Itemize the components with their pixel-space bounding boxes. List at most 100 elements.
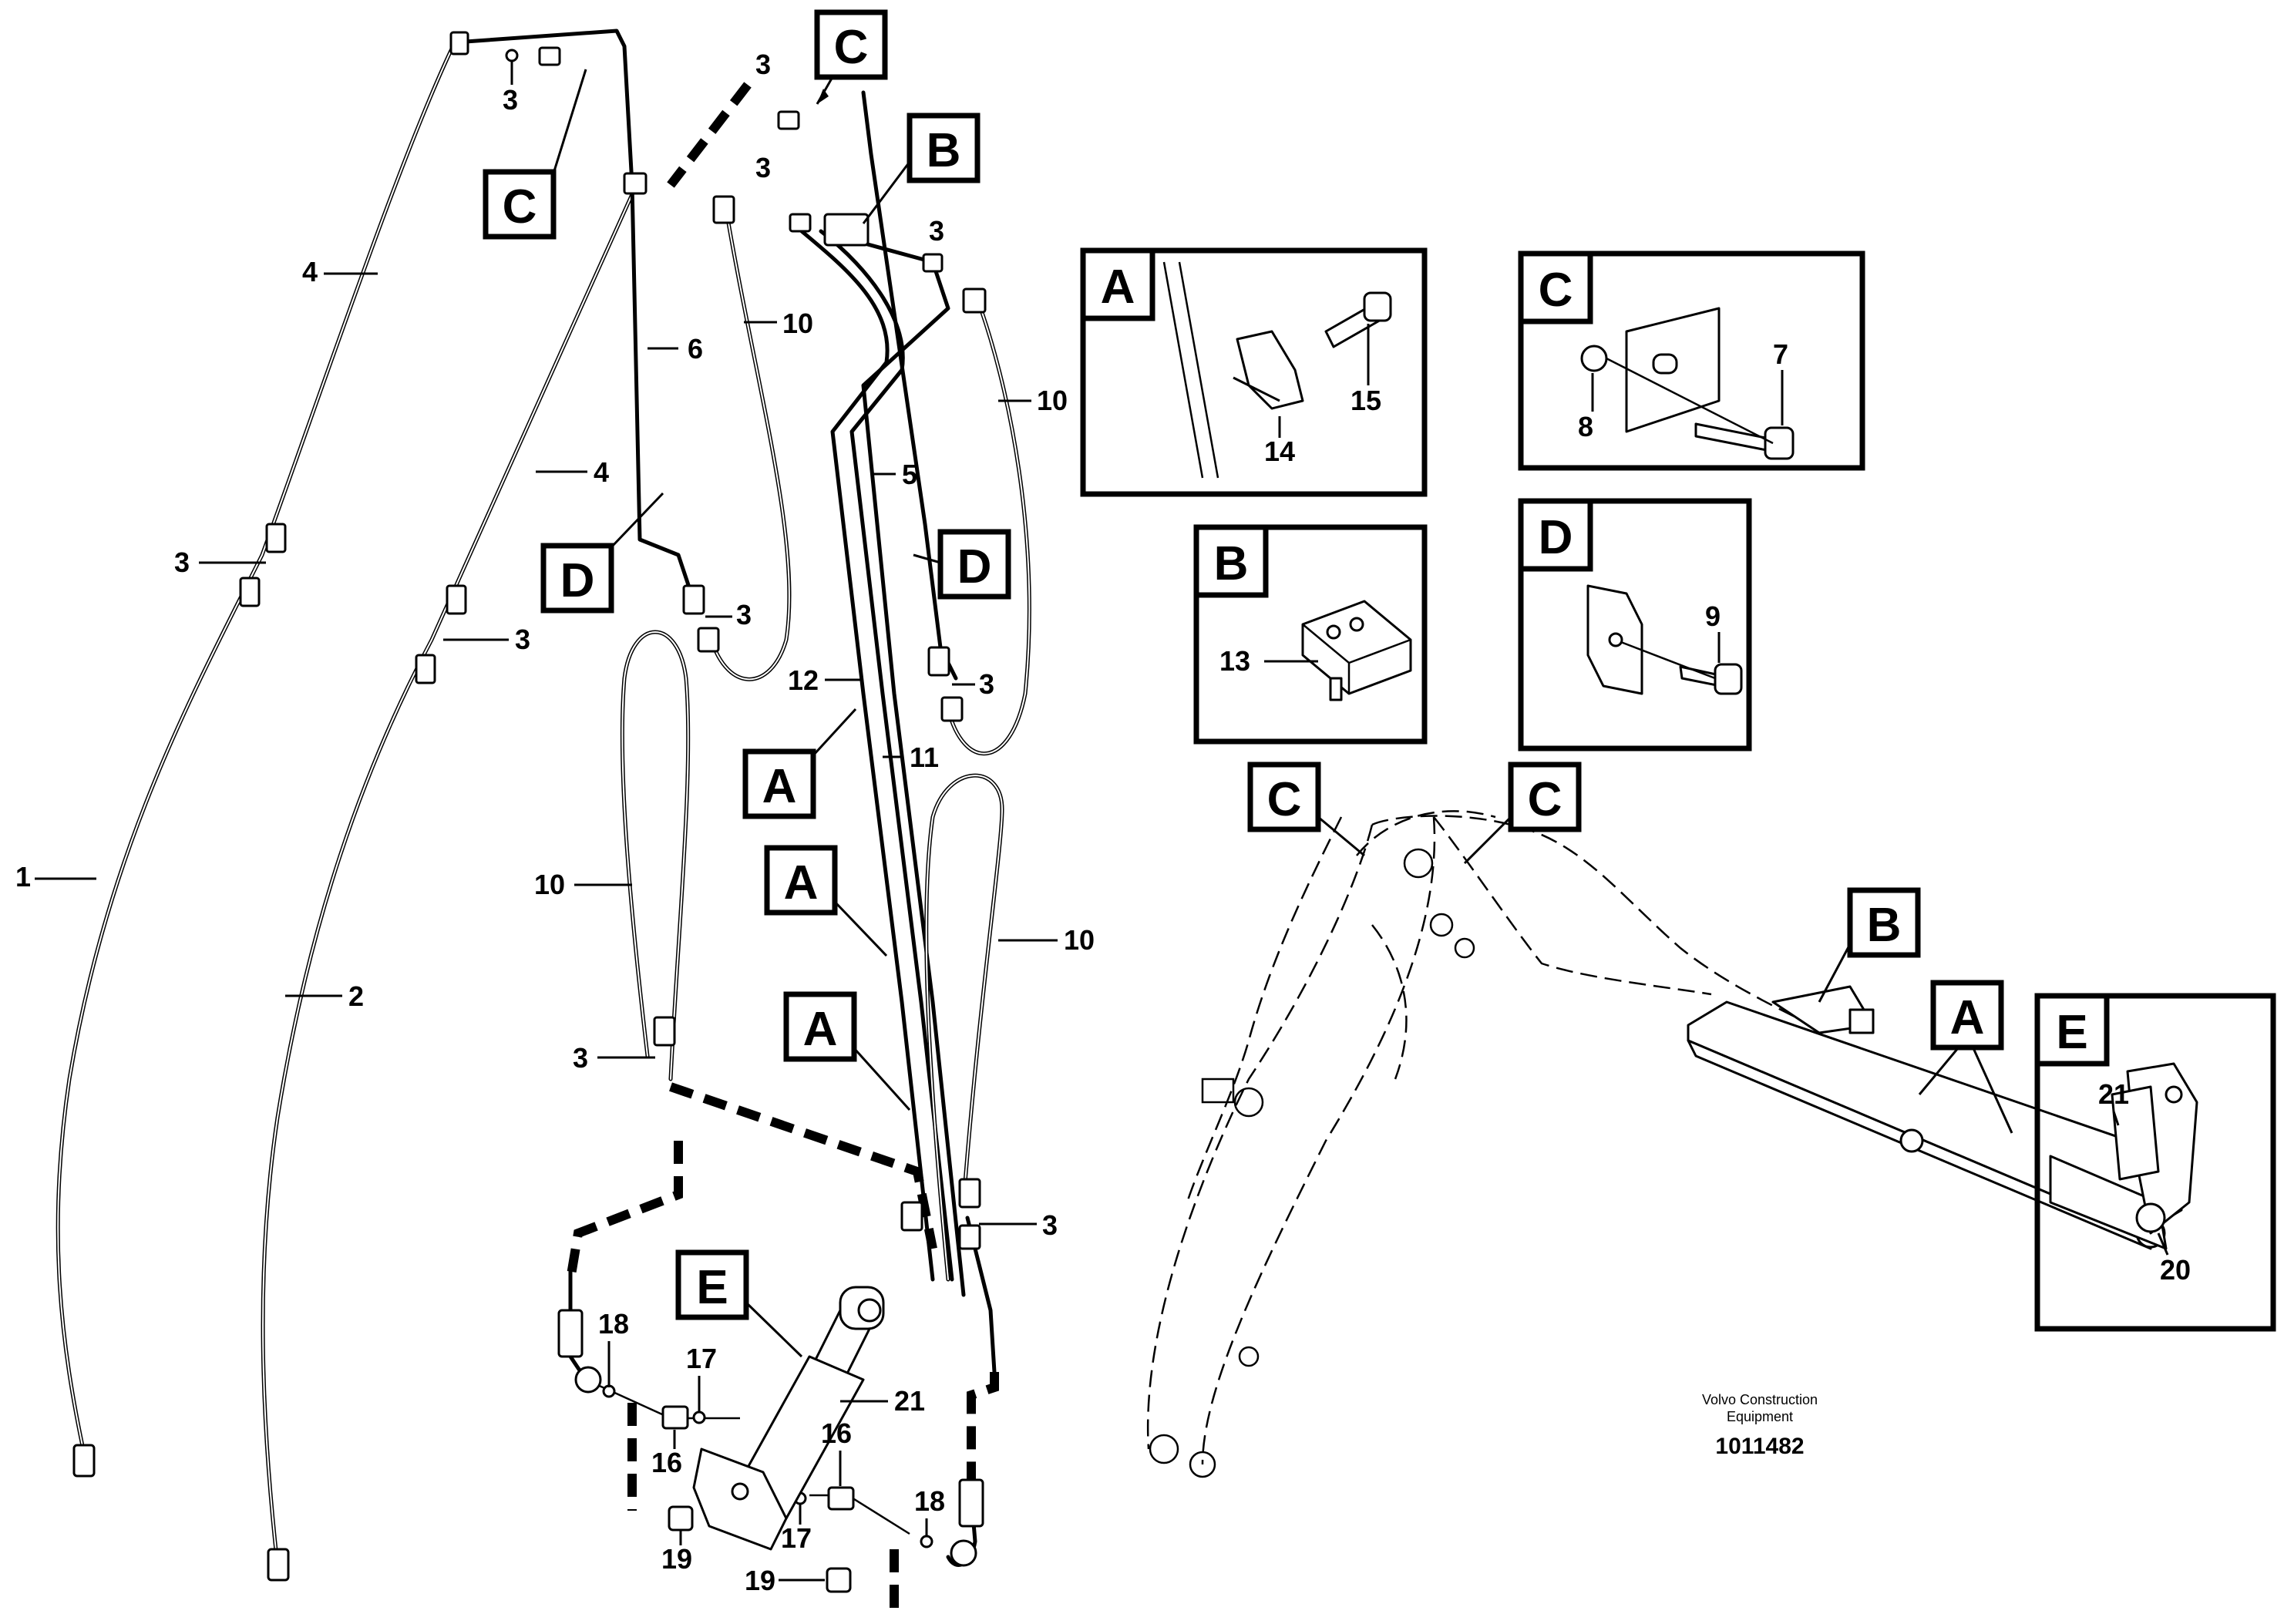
fitting (623, 172, 648, 195)
leader (2112, 1111, 2120, 1126)
boom-outline (1433, 816, 1712, 996)
leader (1818, 943, 1852, 1003)
callout-c: C (1267, 773, 1302, 826)
part-label-10: 10 (1037, 385, 1068, 416)
fitting (777, 110, 800, 130)
hose-end (267, 1548, 290, 1582)
hoses (56, 29, 1031, 1567)
part-label-19: 19 (661, 1543, 692, 1575)
tube-12 (819, 229, 954, 1282)
detail-label-box-b (1193, 524, 1269, 598)
hydraulic-cylinder (692, 1286, 885, 1551)
tube-4-top (452, 29, 634, 187)
fitting (446, 584, 467, 615)
line-to-cylinder-right (809, 1494, 910, 1535)
callout-box (540, 543, 614, 614)
axis-line (1614, 638, 1716, 680)
part-label-18: 18 (914, 1485, 945, 1517)
detail-a: A (1080, 247, 1428, 497)
bolt-head-15 (1363, 291, 1392, 322)
leader (1463, 815, 1512, 865)
part-label-5: 5 (902, 459, 917, 490)
leader (853, 1047, 911, 1111)
leader (812, 708, 857, 757)
callout-box (1508, 762, 1582, 832)
part-number-labels: 3 3 3 3 4 6 10 10 4 5 3 3 3 3 12 11 1 2 … (15, 49, 2191, 1596)
fitting (789, 213, 812, 233)
elbow-fitting (950, 1539, 977, 1567)
part-label-10: 10 (1064, 924, 1095, 956)
detail-frame-b (1193, 524, 1428, 745)
callout-a: A (803, 1003, 838, 1056)
part-label-3: 3 (736, 599, 752, 630)
detail-label-box-d (1518, 498, 1593, 572)
part-label-4: 4 (594, 456, 609, 488)
callout-box (742, 748, 816, 819)
arrow (817, 89, 829, 104)
tube-section (1162, 261, 1219, 479)
callout-a: A (1950, 991, 1985, 1044)
part-label-3: 3 (1042, 1209, 1058, 1241)
callout-box (937, 529, 1011, 600)
detail-label-d: D (1539, 511, 1573, 564)
callout-b: B (927, 124, 961, 177)
detail-label-box-a (1080, 247, 1155, 321)
part-label-3: 3 (573, 1042, 588, 1074)
leader (862, 161, 911, 224)
part-label-15: 15 (1351, 385, 1381, 416)
part-label-14: 14 (1264, 435, 1295, 467)
leader (1317, 815, 1365, 857)
leader (610, 492, 664, 549)
callout-box (1247, 762, 1321, 832)
adapter-16 (661, 1405, 689, 1430)
detail-c: C (1518, 250, 1865, 471)
leader (833, 900, 888, 957)
callout-box (764, 845, 838, 916)
dash-mid-connect (669, 1082, 937, 1250)
pin (2165, 1085, 2183, 1104)
fitting (712, 195, 735, 224)
boom-outline (1371, 815, 1797, 1019)
boom-foot-pin (1149, 1434, 1179, 1464)
hose-2 (261, 175, 642, 1567)
fitting (940, 696, 964, 722)
fitting (239, 577, 261, 607)
dashed-connections (566, 82, 999, 1619)
leader (1233, 376, 1280, 402)
seal-ring (505, 49, 519, 62)
bolt-9-head (1714, 663, 1743, 695)
cylinder-21 (2111, 1085, 2160, 1181)
part-label-16: 16 (651, 1447, 682, 1478)
boom-pin (1429, 913, 1454, 937)
part-label-20: 20 (2160, 1254, 2191, 1286)
part-label-3: 3 (174, 546, 190, 578)
part-label-9: 9 (1705, 600, 1721, 632)
leader (745, 1301, 803, 1358)
boom-pin (1233, 1087, 1264, 1118)
hole (1326, 624, 1341, 640)
part-label-3: 3 (929, 215, 944, 247)
callout-c: C (834, 21, 869, 74)
part-label-10: 10 (782, 308, 813, 339)
callout-box (675, 1249, 749, 1320)
boom-outline (1371, 924, 1408, 1080)
detail-label-b: B (1214, 537, 1249, 590)
detail-label-box-e (2034, 993, 2110, 1067)
fitting (962, 287, 987, 314)
part-label-12: 12 (788, 664, 819, 696)
boom-pin (1403, 848, 1434, 879)
part-label-13: 13 (1219, 645, 1250, 677)
fitting (653, 1016, 676, 1047)
hole (1608, 632, 1623, 647)
excavator-boom (1146, 810, 2183, 1478)
plug-19 (668, 1505, 694, 1532)
leader (1918, 1047, 2013, 1134)
leader (2157, 1232, 2169, 1256)
footer: Volvo Construction Equipment 1011482 (1702, 1392, 1818, 1459)
callout-a: A (762, 760, 797, 813)
plug-19 (826, 1567, 852, 1593)
callout-box (783, 991, 857, 1062)
part-label-21: 21 (894, 1385, 925, 1417)
boom-outline (1201, 816, 1436, 1465)
hole (1349, 617, 1364, 632)
